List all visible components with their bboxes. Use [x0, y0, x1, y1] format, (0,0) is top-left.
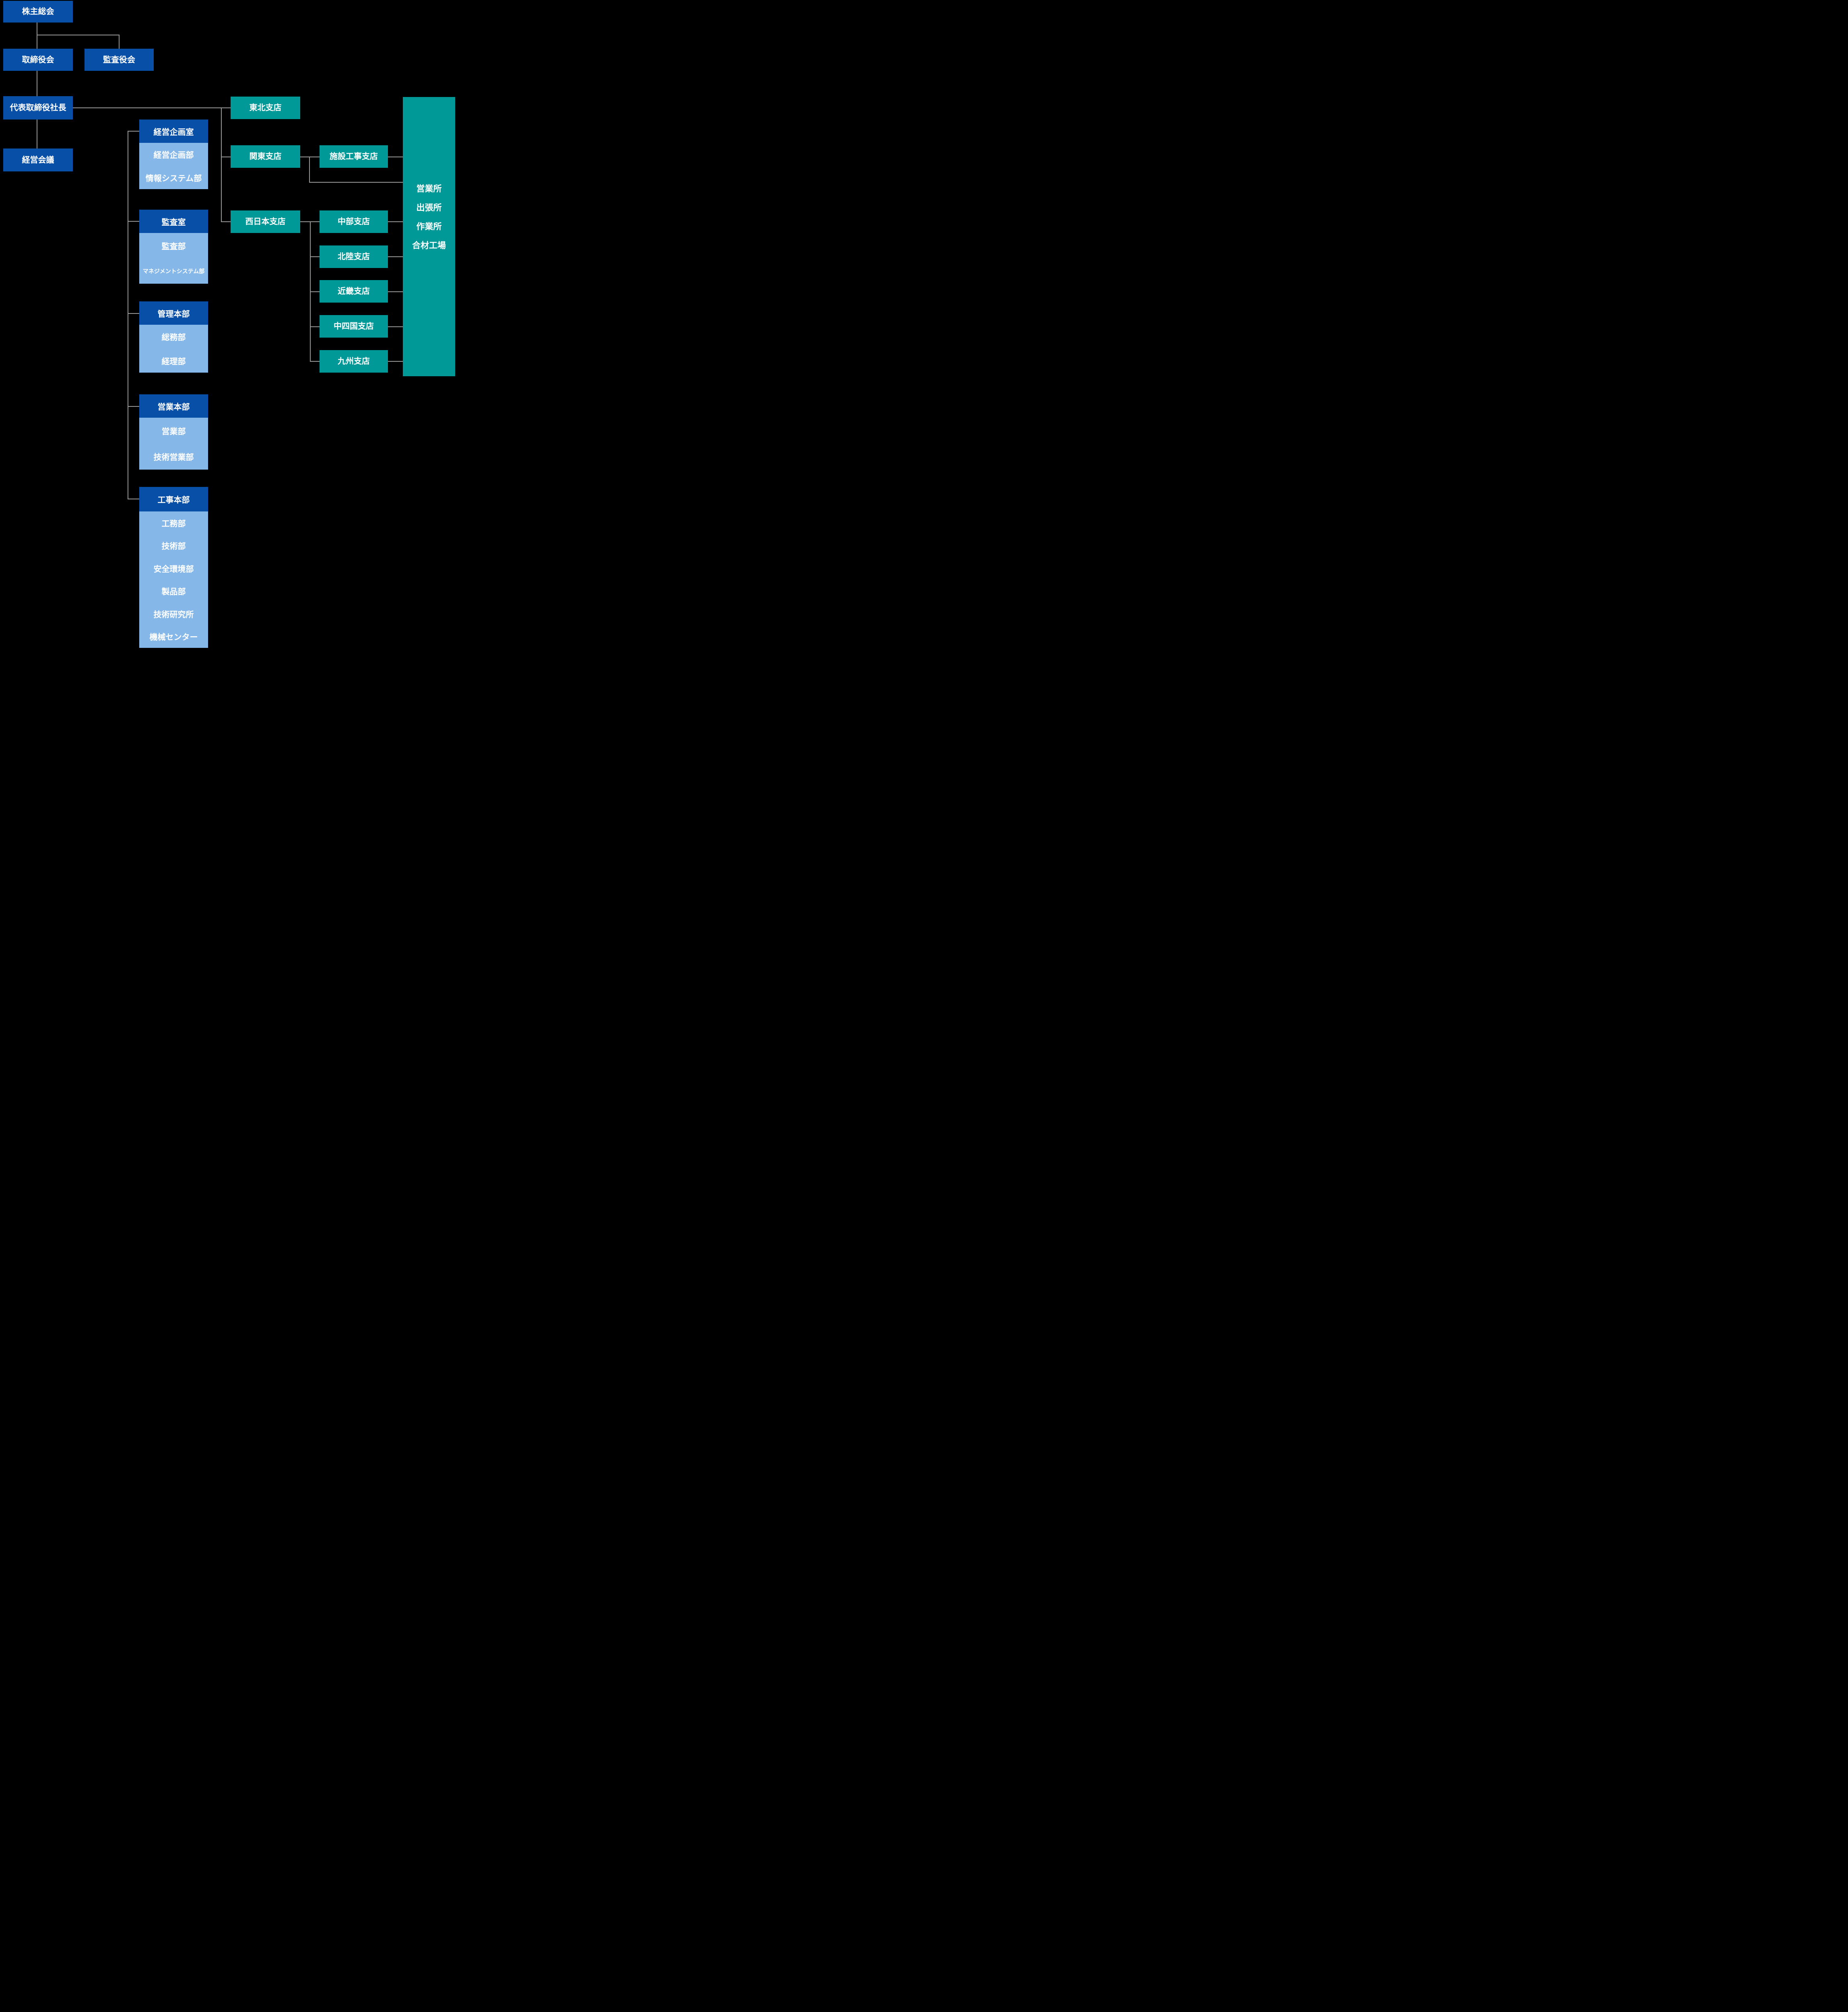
facility-label: 営業所 [416, 184, 442, 194]
node-shisetsu-koji-branch: 施設工事支店 [320, 145, 388, 168]
node-label: 西日本支店 [245, 217, 286, 226]
connector-line [310, 291, 320, 292]
node-label: 九州支店 [338, 357, 370, 366]
node-label: 関東支店 [249, 152, 282, 161]
node-label: 取締役会 [22, 55, 54, 64]
division-departments: 総務部 経理部 [139, 325, 208, 373]
connector-line [73, 107, 231, 108]
connector-line [388, 221, 403, 222]
department: 総務部 [161, 333, 186, 342]
node-board-of-directors: 取締役会 [3, 49, 73, 71]
node-label: 株主総会 [22, 7, 54, 16]
connector-line [388, 361, 403, 362]
connector-line [128, 406, 139, 407]
division-departments: 営業部 技術営業部 [139, 418, 208, 470]
division-title: 営業本部 [139, 394, 208, 418]
department: 経営企画部 [153, 151, 194, 160]
division-keiei-kikaku: 経営企画室 経営企画部 情報システム部 [139, 120, 208, 189]
node-label: 経営会議 [22, 155, 54, 165]
node-kanto-branch: 関東支店 [231, 145, 300, 168]
node-tohoku-branch: 東北支店 [231, 97, 300, 119]
node-management-council: 経営会議 [3, 148, 73, 171]
org-chart: 株主総会 取締役会 監査役会 代表取締役社長 経営会議 経営企画室 経営企画部 … [0, 0, 462, 651]
connector-line [221, 221, 231, 222]
node-label: 監査役会 [103, 55, 135, 64]
department: 安全環境部 [153, 565, 194, 574]
department: 経理部 [161, 357, 186, 366]
division-title: 経営企画室 [139, 120, 208, 143]
node-audit-and-supervisory-board: 監査役会 [85, 49, 154, 71]
node-label: 北陸支店 [338, 252, 370, 261]
connector-line [388, 256, 403, 257]
division-departments: 工務部 技術部 安全環境部 製品部 技術研究所 機械センター [139, 511, 208, 648]
department: 技術営業部 [153, 453, 194, 462]
connector-line [128, 221, 139, 222]
department: 情報システム部 [145, 174, 202, 183]
department: 工務部 [161, 519, 186, 528]
node-hokuriku-branch: 北陸支店 [320, 245, 388, 268]
division-departments: 経営企画部 情報システム部 [139, 143, 208, 189]
facility-label: 作業所 [416, 222, 442, 231]
connector-line [128, 131, 139, 132]
node-label: 中部支店 [338, 217, 370, 226]
node-shareholders-meeting: 株主総会 [3, 1, 73, 23]
department: 技術研究所 [153, 610, 194, 619]
department: 営業部 [161, 427, 186, 436]
division-title: 監査室 [139, 210, 208, 233]
node-president: 代表取締役社長 [3, 96, 73, 120]
division-eigyo: 営業本部 営業部 技術営業部 [139, 394, 208, 470]
node-label: 近畿支店 [338, 287, 370, 296]
division-kanri: 管理本部 総務部 経理部 [139, 301, 208, 373]
node-label: 東北支店 [249, 103, 282, 112]
facility-label: 出張所 [416, 203, 442, 212]
node-kinki-branch: 近畿支店 [320, 280, 388, 303]
node-label: 施設工事支店 [330, 152, 378, 161]
division-title: 管理本部 [139, 301, 208, 325]
division-departments: 監査部 マネジメントシステム部 [139, 233, 208, 284]
connector-line [388, 326, 403, 327]
node-label: 代表取締役社長 [10, 103, 66, 112]
connector-line [309, 157, 310, 183]
node-label: 中四国支店 [334, 322, 374, 331]
node-facilities-group: 営業所 出張所 作業所 合材工場 [403, 97, 455, 376]
node-nishinihon-branch: 西日本支店 [231, 210, 300, 233]
department: マネジメントシステム部 [142, 268, 205, 274]
division-title: 工事本部 [139, 487, 208, 511]
connector-line [221, 107, 222, 222]
connector-line [310, 326, 320, 327]
connector-line [388, 291, 403, 292]
department: 技術部 [161, 542, 186, 551]
node-chushikoku-branch: 中四国支店 [320, 315, 388, 338]
facility-label: 合材工場 [412, 241, 446, 250]
division-kansa: 監査室 監査部 マネジメントシステム部 [139, 210, 208, 284]
division-koji: 工事本部 工務部 技術部 安全環境部 製品部 技術研究所 機械センター [139, 487, 208, 648]
connector-line [310, 256, 320, 257]
connector-line [119, 35, 120, 49]
node-kyushu-branch: 九州支店 [320, 350, 388, 373]
node-chubu-branch: 中部支店 [320, 210, 388, 233]
connector-line [309, 182, 403, 183]
department: 監査部 [161, 242, 186, 251]
department: 製品部 [161, 588, 186, 597]
connector-line [128, 313, 139, 314]
connector-line [310, 361, 320, 362]
department: 機械センター [149, 633, 198, 642]
